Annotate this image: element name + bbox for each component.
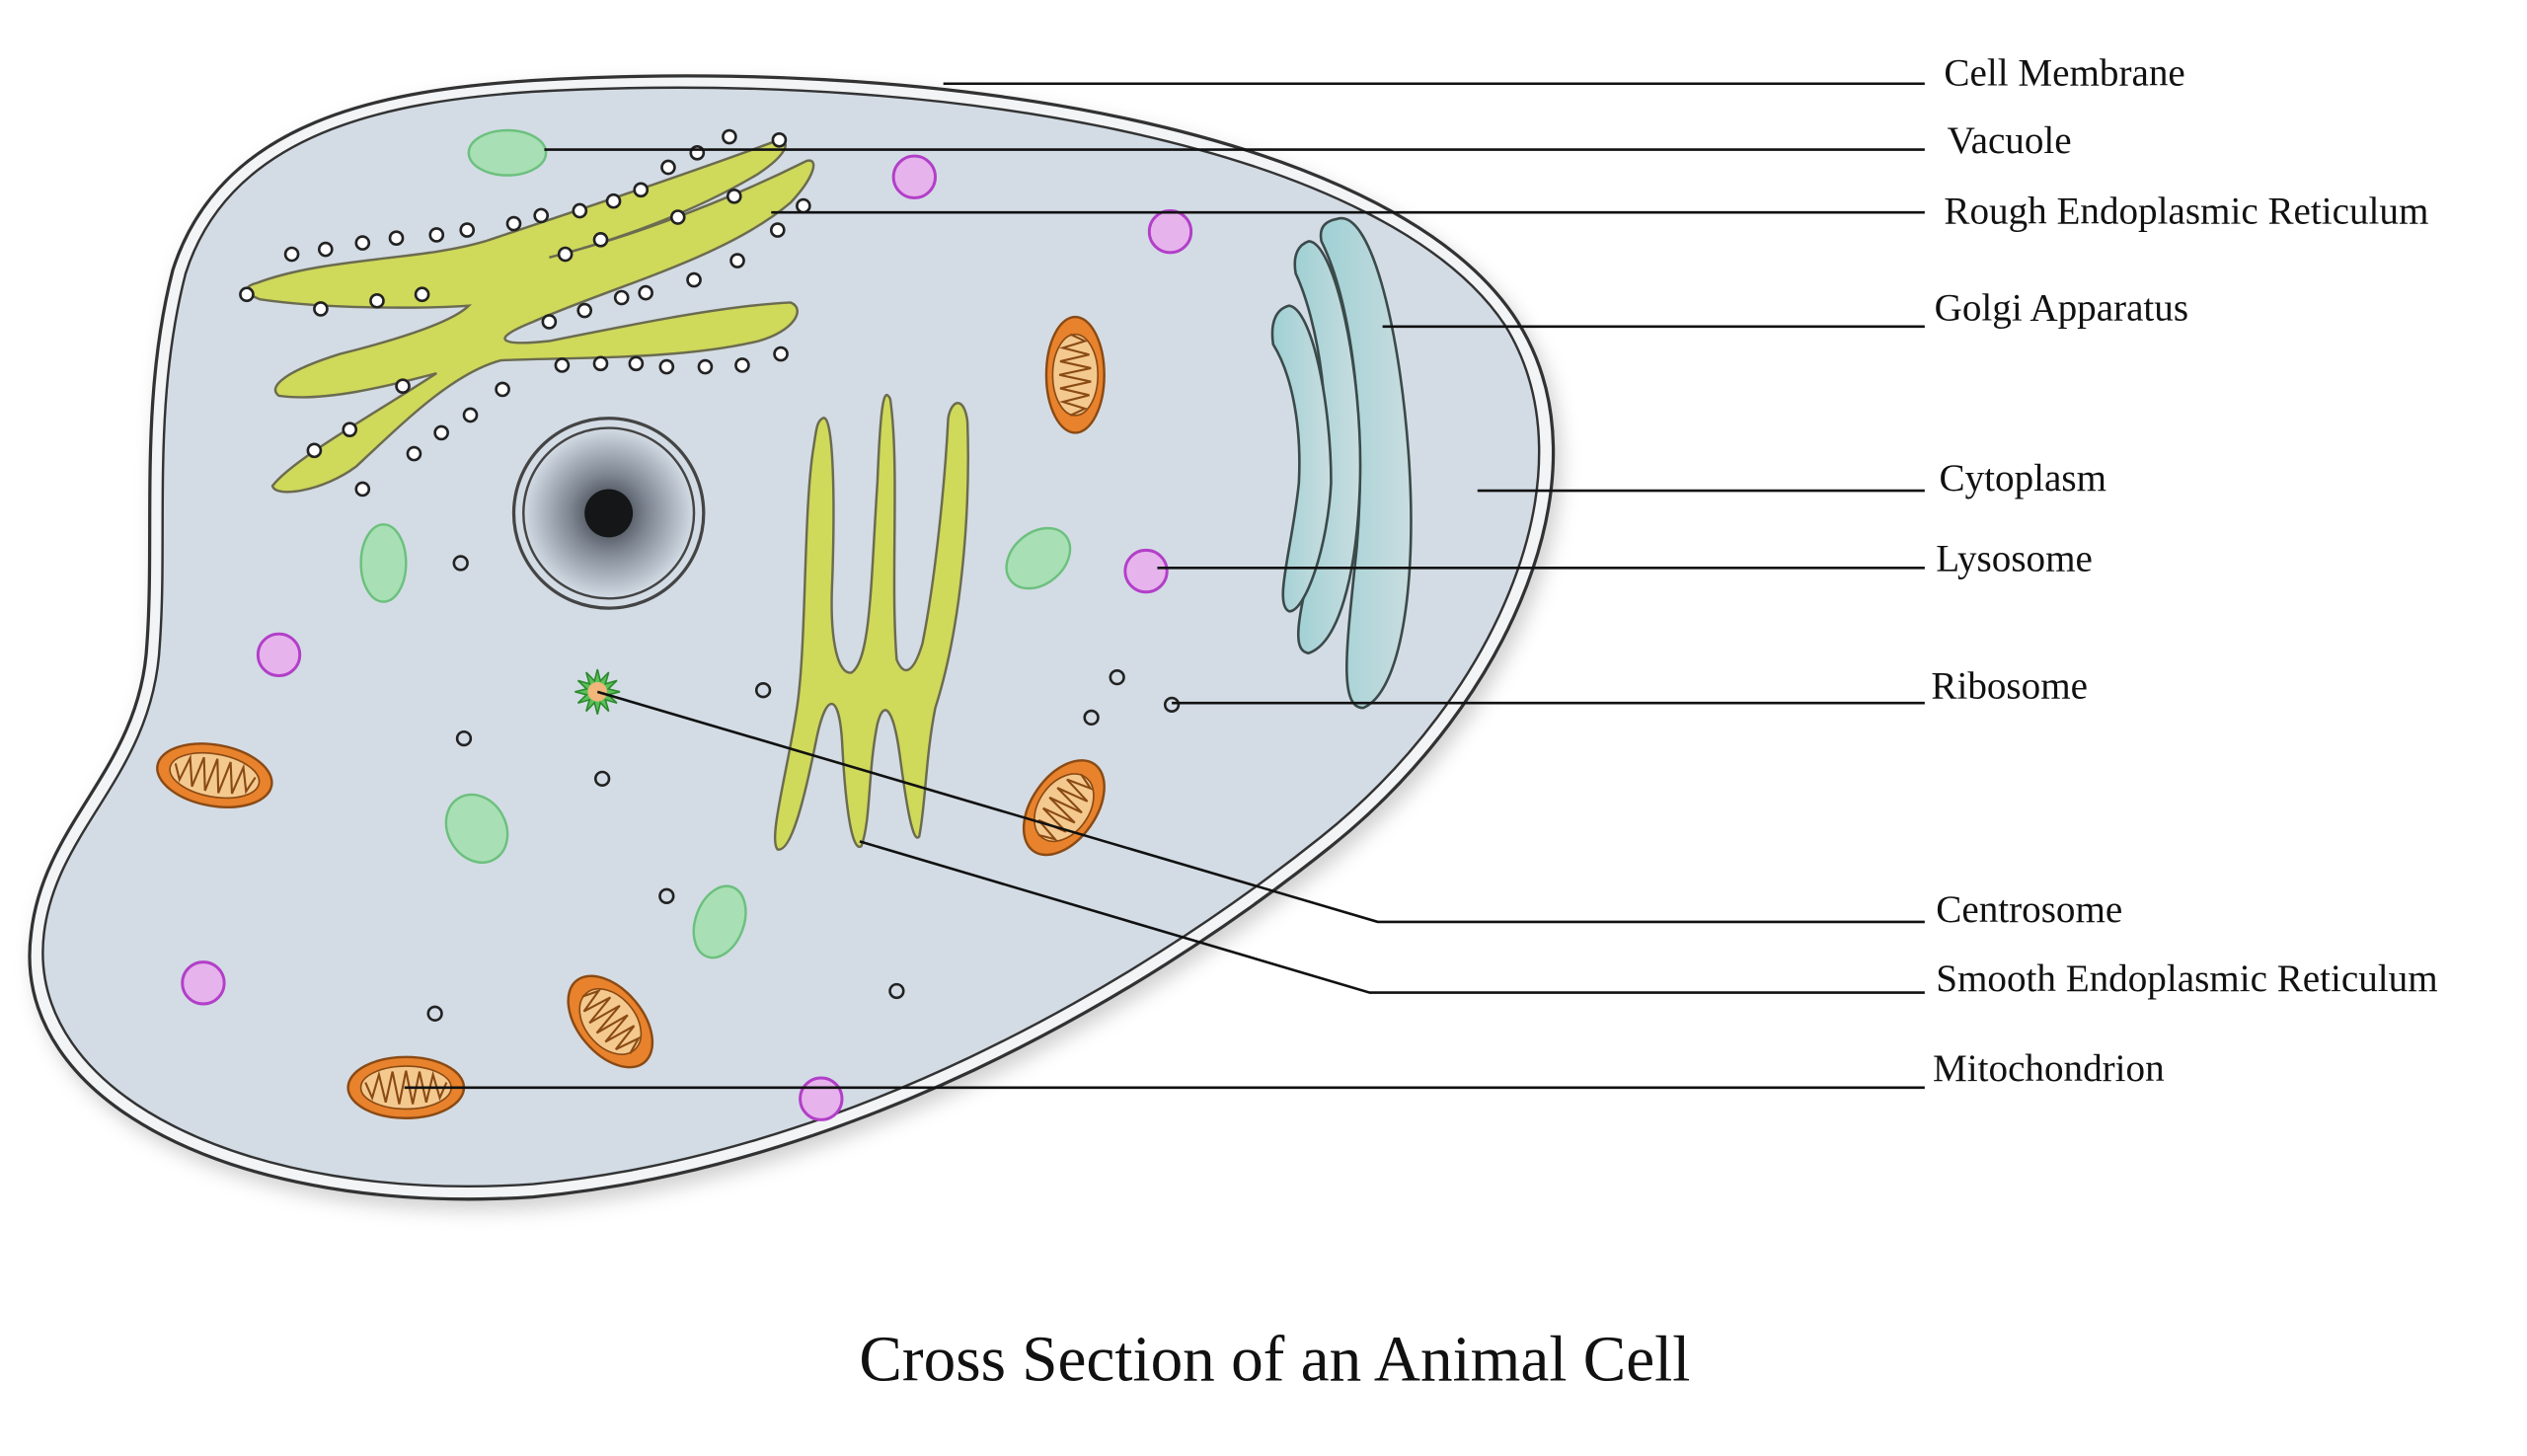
vacuole (359, 523, 408, 603)
ribosome (388, 230, 405, 247)
ribosome (342, 421, 358, 437)
labels: Cell Membrane Vacuole Rough Endoplasmic … (1931, 51, 2437, 1090)
ribosome (689, 145, 706, 161)
ribosome (771, 131, 788, 148)
ribosome (572, 202, 588, 219)
ribosome (395, 378, 411, 394)
vacuole (1005, 526, 1072, 590)
ribosome (769, 222, 786, 238)
ribosome (554, 357, 571, 373)
ribosome (628, 355, 645, 372)
ribosome (541, 314, 558, 330)
ribosome (533, 207, 550, 224)
label-smooth-er: Smooth Endoplasmic Reticulum (1936, 958, 2437, 1000)
ribosome (734, 357, 750, 373)
ribosome (459, 222, 476, 238)
ribosome (729, 253, 745, 268)
smooth-endoplasmic-reticulum (773, 393, 969, 851)
leader-lines (404, 82, 1925, 1090)
ribosome (1109, 669, 1125, 686)
ribosome (306, 442, 323, 459)
golgi-apparatus (1270, 216, 1413, 710)
lysosome (1147, 209, 1193, 255)
mitochondria (156, 315, 1106, 1119)
ribosome (455, 729, 473, 747)
ribosome (686, 271, 702, 288)
ribosome (354, 481, 371, 498)
ribosome (313, 301, 329, 317)
ribosome (658, 887, 675, 904)
lysosome (891, 154, 937, 199)
nucleus (511, 417, 706, 610)
ribosome (754, 682, 772, 699)
label-golgi: Golgi Apparatus (1935, 286, 2188, 329)
lysosome (181, 960, 226, 1006)
ribosome (354, 235, 371, 251)
ribosome (592, 232, 609, 248)
nucleolus (584, 489, 634, 538)
label-cell-membrane: Cell Membrane (1944, 51, 2184, 94)
ribosome (576, 302, 593, 319)
ribosome (613, 289, 630, 306)
ribosome (1163, 696, 1181, 714)
mitochondrion (567, 974, 654, 1069)
ribosome (796, 197, 811, 214)
ribosome (557, 246, 574, 263)
label-mitochondrion: Mitochondrion (1933, 1047, 2165, 1090)
rough-endoplasmic-reticulum (239, 128, 815, 498)
ribosome (773, 345, 789, 362)
ribosome (426, 1005, 443, 1022)
diagram-title: Cross Section of an Animal Cell (859, 1324, 1690, 1395)
lysosome (799, 1076, 844, 1121)
lysosome (256, 632, 302, 677)
label-rough-er: Rough Endoplasmic Reticulum (1944, 191, 2428, 233)
label-cytoplasm: Cytoplasm (1940, 457, 2106, 499)
ribosome (658, 358, 675, 375)
ribosome (428, 227, 445, 243)
label-centrosome: Centrosome (1936, 888, 2122, 931)
ribosome (406, 445, 422, 462)
vacuole (444, 793, 509, 864)
ribosome (605, 192, 622, 209)
ribosome (452, 555, 469, 572)
ribosome (495, 381, 510, 398)
vacuole (467, 128, 548, 177)
ribosome (1083, 709, 1100, 727)
mitochondrion (1022, 759, 1106, 857)
ribosome (888, 982, 905, 1000)
ribosome (317, 241, 334, 258)
lysosomes (181, 154, 1193, 1121)
ribosome (462, 407, 479, 423)
mitochondrion (1044, 315, 1106, 434)
ribosome (592, 355, 609, 372)
ribosome (414, 286, 430, 303)
ribosome (369, 292, 385, 309)
ribosome (669, 209, 686, 225)
ribosome (505, 215, 522, 232)
ribosome (239, 286, 255, 303)
ribosome (726, 189, 742, 204)
ribosome (433, 424, 449, 441)
lysosome (1123, 548, 1169, 594)
ribosome (697, 358, 714, 375)
ribosome (660, 159, 676, 176)
vacuole (692, 884, 747, 959)
vacuoles (359, 128, 1072, 959)
ribosomes (426, 555, 1181, 1022)
ribosome (283, 246, 300, 263)
ribosome (633, 182, 650, 198)
ribosome (593, 770, 611, 787)
label-ribosome: Ribosome (1931, 664, 2088, 707)
ribosome (722, 128, 737, 145)
mitochondrion (156, 742, 273, 808)
ribosome (638, 284, 653, 301)
label-vacuole: Vacuole (1948, 119, 2072, 162)
label-lysosome: Lysosome (1936, 538, 2093, 580)
